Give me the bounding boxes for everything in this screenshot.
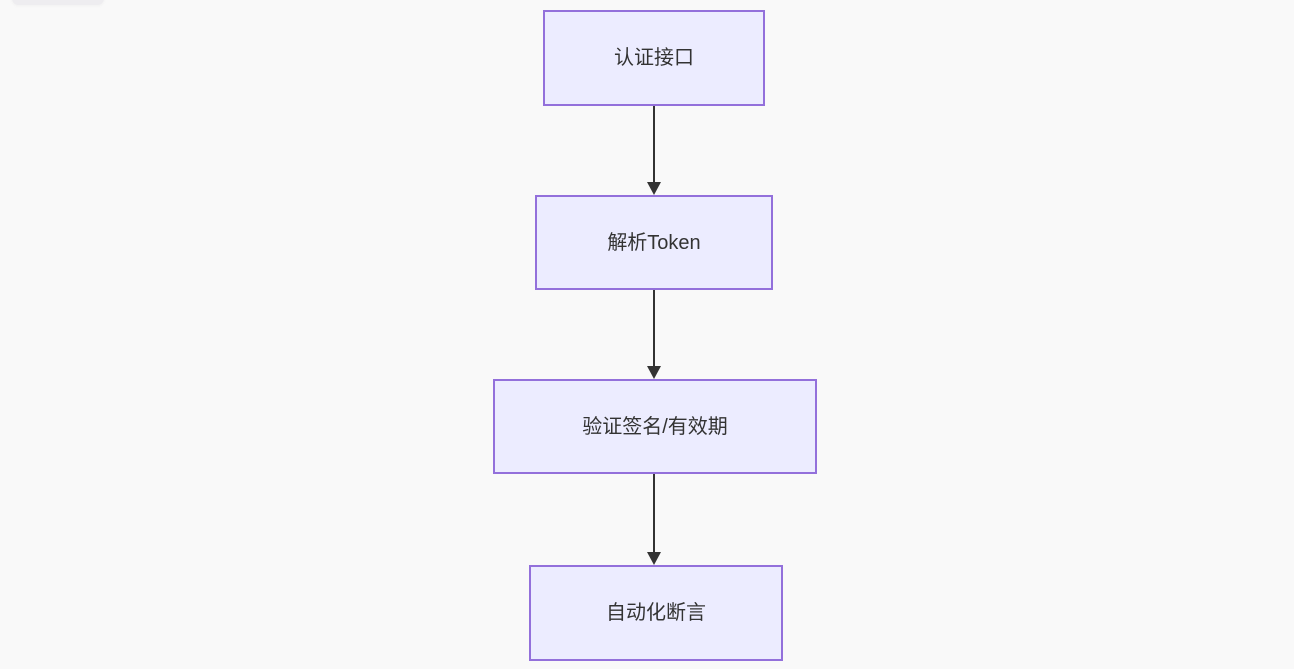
flowchart-node-auth-api: 认证接口 [543, 10, 765, 106]
flowchart-node-parse-token: 解析Token [535, 195, 773, 290]
edge-line [653, 106, 655, 184]
arrowhead-down-icon [647, 552, 661, 565]
edge-line [653, 474, 655, 554]
node-label-parse-token: 解析Token [607, 231, 701, 254]
node-label-auto-assert: 自动化断言 [606, 602, 706, 624]
flowchart-edge-verify-to-assert [646, 474, 662, 565]
node-label-verify-signature: 验证签名/有效期 [582, 415, 728, 438]
flowchart-edge-parse-to-verify [646, 290, 662, 379]
flowchart-node-verify-signature: 验证签名/有效期 [493, 379, 817, 474]
arrowhead-down-icon [647, 182, 661, 195]
arrowhead-down-icon [647, 366, 661, 379]
clipped-top-left-artifact [12, 0, 104, 5]
edge-line [653, 290, 655, 368]
node-label-auth-api: 认证接口 [614, 47, 694, 69]
flowchart-edge-auth-to-parse [646, 106, 662, 195]
flowchart-node-auto-assert: 自动化断言 [529, 565, 783, 661]
